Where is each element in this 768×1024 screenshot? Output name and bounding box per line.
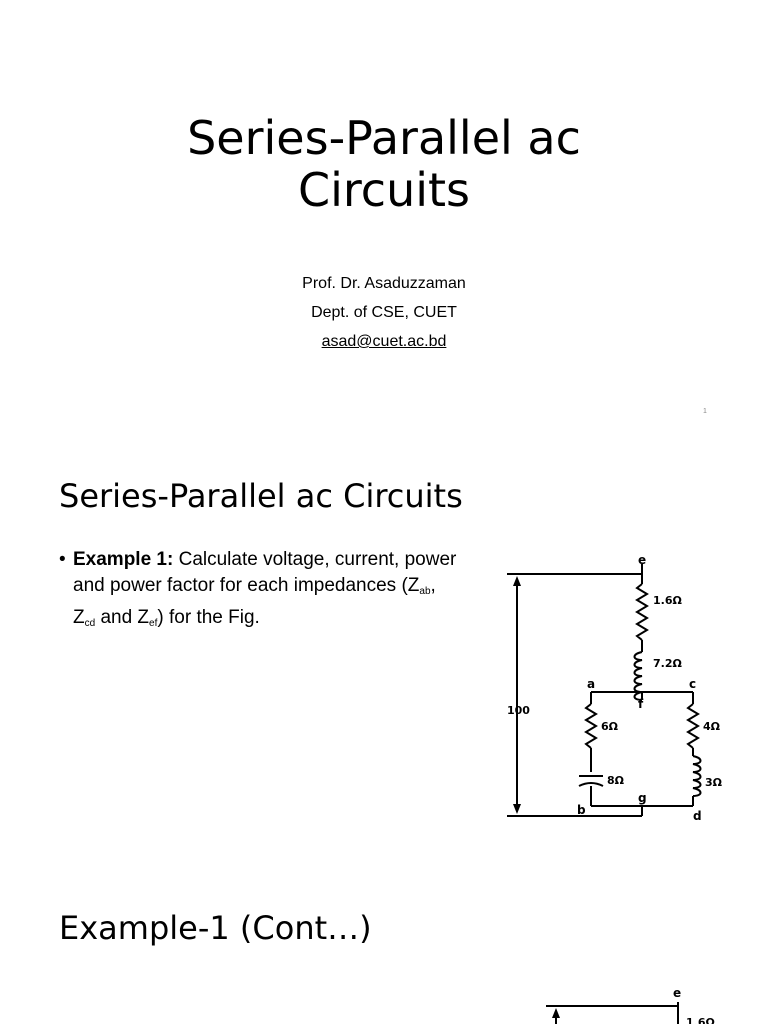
slide-heading: Series-Parallel ac Circuits bbox=[59, 477, 463, 515]
continuation-slide: Example-1 (Cont…) e 1.6Ω bbox=[0, 864, 768, 1024]
r-ab-label: 6Ω bbox=[601, 720, 619, 733]
title-slide: Series-Parallel ac Circuits Prof. Dr. As… bbox=[0, 0, 768, 432]
node-e-label: e bbox=[673, 986, 681, 1000]
bullet-text-part: and Z bbox=[95, 607, 150, 628]
circuit-diagram: e 1.6Ω 7.2Ω a c f 100 6Ω 4Ω 8Ω 3Ω g b d bbox=[507, 553, 723, 823]
author-email-link[interactable]: asad@cuet.ac.bd bbox=[321, 333, 447, 350]
title-line-1: Series-Parallel ac bbox=[187, 111, 581, 165]
example-slide: Series-Parallel ac Circuits • Example 1:… bbox=[0, 432, 768, 864]
r-cd-label: 4Ω bbox=[703, 720, 721, 733]
subscript: ef bbox=[149, 618, 158, 629]
bullet-list: • Example 1: Calculate voltage, current,… bbox=[59, 547, 459, 637]
r-ef-label: 1.6Ω bbox=[686, 1016, 715, 1024]
node-a-label: a bbox=[587, 677, 595, 691]
node-b-label: b bbox=[577, 803, 586, 817]
node-c-label: c bbox=[689, 677, 696, 691]
node-g-label: g bbox=[638, 791, 647, 805]
source-label: 100 bbox=[507, 704, 530, 717]
bullet-item: • Example 1: Calculate voltage, current,… bbox=[59, 547, 459, 637]
node-f-label: f bbox=[638, 697, 644, 711]
circuit-diagram-partial: e 1.6Ω bbox=[546, 986, 715, 1024]
bullet-icon: • bbox=[59, 549, 66, 570]
author-dept: Dept. of CSE, CUET bbox=[311, 304, 457, 321]
bullet-bold: Example 1: bbox=[73, 549, 174, 570]
bullet-text-part: ) for the Fig. bbox=[157, 607, 260, 628]
bullet-text-part: , Z bbox=[73, 575, 436, 628]
slide-title: Series-Parallel ac Circuits bbox=[0, 112, 768, 216]
node-d-label: d bbox=[693, 809, 702, 823]
page-number: 1 bbox=[703, 408, 707, 415]
bullet-text-part: Calculate voltage, current, power and po… bbox=[73, 549, 457, 596]
slide-heading: Example-1 (Cont…) bbox=[59, 909, 372, 947]
author-block: Prof. Dr. Asaduzzaman Dept. of CSE, CUET… bbox=[0, 272, 768, 359]
bullet-text: Example 1: Calculate voltage, current, p… bbox=[73, 547, 459, 637]
subscript: ab bbox=[419, 586, 431, 597]
node-e-label: e bbox=[638, 553, 646, 567]
subscript: cd bbox=[84, 618, 96, 629]
author-name: Prof. Dr. Asaduzzaman bbox=[302, 275, 466, 292]
title-line-2: Circuits bbox=[297, 163, 471, 217]
c-ab-label: 8Ω bbox=[607, 774, 625, 787]
l-cd-label: 3Ω bbox=[705, 776, 723, 789]
l-ef-label: 7.2Ω bbox=[653, 657, 682, 670]
r-ef-label: 1.6Ω bbox=[653, 594, 682, 607]
